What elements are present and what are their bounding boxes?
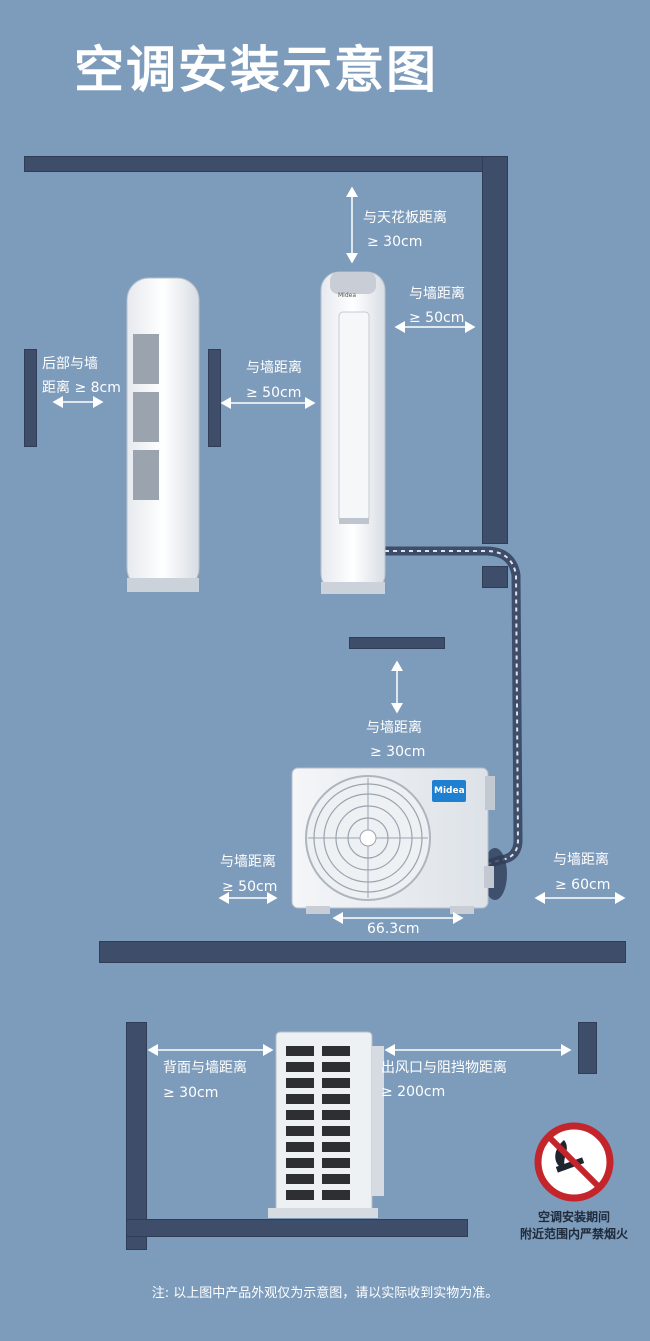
- back-wall-value: 距离 ≥ 8cm: [42, 380, 121, 396]
- ceiling-label: 与天花板距离: [363, 210, 447, 226]
- outdoor-unit: [291, 767, 495, 914]
- side-wall-label: 与墙距离: [246, 360, 302, 376]
- side-wall-mid: [208, 349, 221, 447]
- indoor-unit-front: [320, 271, 386, 594]
- outdoor-left-label: 与墙距离: [220, 854, 276, 870]
- indoor-unit-rear: [126, 277, 200, 592]
- ground-slab: [99, 941, 626, 963]
- outdoor-brand-logo: Midea: [434, 786, 465, 796]
- right-wall-stub: [482, 566, 508, 588]
- outdoor-left-value: ≥ 50cm: [222, 879, 278, 895]
- outdoor-unit-side: [268, 1031, 384, 1218]
- rear-back-label: 背面与墙距离: [163, 1060, 247, 1076]
- rear-left-wall: [126, 1022, 147, 1250]
- rear-floor: [126, 1219, 468, 1237]
- side-wall-value: ≥ 50cm: [246, 385, 302, 401]
- ceiling-value: ≥ 30cm: [367, 234, 423, 250]
- right-wall-value: ≥ 50cm: [409, 310, 465, 326]
- rear-right-wall: [578, 1022, 597, 1074]
- rear-outlet-label: 出风口与阻挡物距离: [381, 1060, 507, 1076]
- indoor-brand-mark: Midea: [338, 292, 357, 299]
- outdoor-right-value: ≥ 60cm: [555, 877, 611, 893]
- outdoor-top-wall: [349, 637, 445, 649]
- right-wall-indoor: [482, 156, 508, 544]
- rear-outlet-value: ≥ 200cm: [381, 1084, 446, 1100]
- back-wall-left: [24, 349, 37, 447]
- outdoor-right-label: 与墙距离: [553, 852, 609, 868]
- outdoor-width-value: 66.3cm: [367, 921, 420, 937]
- footnote: 注: 以上图中产品外观仅为示意图，请以实际收到实物为准。: [151, 1286, 499, 1301]
- outdoor-top-value: ≥ 30cm: [370, 744, 426, 760]
- warning-line-1: 空调安装期间: [537, 1210, 610, 1224]
- back-wall-label: 后部与墙: [42, 356, 98, 372]
- no-fire-icon: [534, 1122, 614, 1202]
- warning-line-2: 附近范围内严禁烟火: [519, 1227, 628, 1241]
- right-wall-label: 与墙距离: [409, 286, 465, 302]
- page-title: 空调安装示意图: [74, 41, 438, 99]
- outdoor-top-label: 与墙距离: [366, 720, 422, 736]
- rear-back-value: ≥ 30cm: [163, 1085, 219, 1101]
- ceiling-wall: [24, 156, 508, 172]
